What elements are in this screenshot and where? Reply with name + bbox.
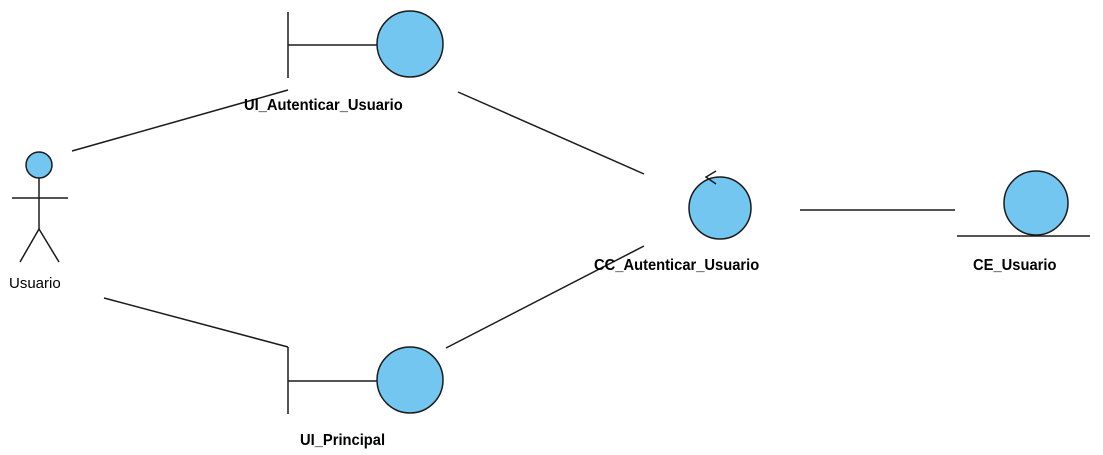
actor-label: Usuario — [9, 275, 61, 292]
boundary-ui-autenticar-usuario[interactable] — [287, 10, 444, 78]
boundary-icon — [376, 346, 444, 414]
link-ui-principal-cc[interactable] — [445, 245, 645, 349]
links — [71, 89, 955, 349]
control-arrow-icon — [704, 170, 717, 185]
entity-icon — [1003, 170, 1069, 236]
control-icon — [688, 176, 752, 240]
cc-autenticar-usuario-label: CC_Autenticar_Usuario — [594, 257, 760, 274]
actor-left-leg — [19, 228, 40, 263]
ce-usuario-label: CE_Usuario — [973, 257, 1057, 274]
boundary-ui-principal[interactable] — [287, 346, 444, 414]
actor-head — [25, 151, 53, 179]
control-cc-autenticar-usuario[interactable] — [688, 170, 752, 240]
link-actor-ui-auth[interactable] — [71, 89, 289, 152]
link-ui-auth-cc[interactable] — [457, 91, 645, 175]
actor-right-leg — [38, 228, 60, 263]
ui-autenticar-usuario-label: UI_Autenticar_Usuario — [244, 97, 403, 114]
ui-principal-label: UI_Principal — [300, 432, 386, 449]
actor-usuario[interactable] — [12, 151, 68, 263]
entity-ce-usuario[interactable] — [957, 170, 1090, 237]
boundary-icon — [376, 10, 444, 78]
link-actor-ui-principal[interactable] — [103, 297, 289, 348]
